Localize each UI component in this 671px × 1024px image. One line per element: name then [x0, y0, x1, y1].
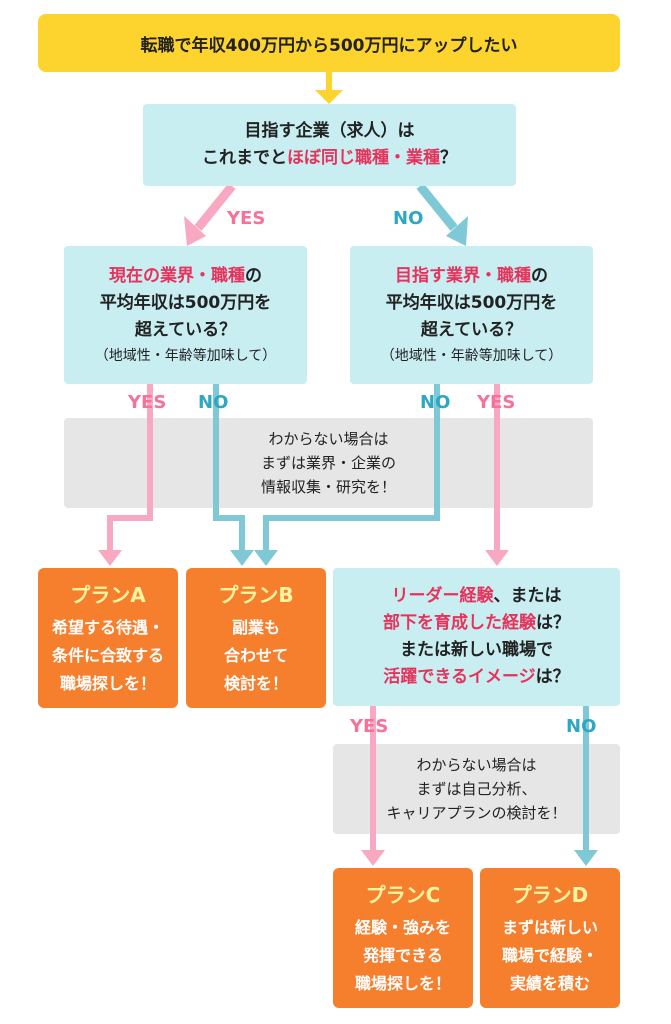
q3-yes-label: YES: [477, 392, 516, 413]
start-goal-box: 転職で年収400万円から500万円にアップしたい: [38, 14, 620, 72]
arrow-q1-no: [416, 183, 458, 231]
q2-yes-label: YES: [128, 392, 167, 413]
plan-d-title: プランD: [511, 882, 589, 907]
plan-a-line1: 希望する待遇・: [51, 617, 164, 637]
plan-b-box: プランB 副業も 合わせて 検討を！: [186, 568, 326, 708]
plan-d-box: プランD まずは新しい 職場で経験・ 実績を積む: [480, 868, 620, 1008]
q4-line1: リーダー経験、または: [391, 586, 562, 606]
info-self-analysis-box: わからない場合は まずは自己分析、 キャリアプランの検討を！: [333, 744, 620, 834]
q3-no-label: NO: [420, 392, 451, 413]
plan-b-line1: 副業も: [231, 617, 280, 637]
q3-line2: 平均年収は500万円を: [385, 292, 558, 313]
q3-line3: 超えている？: [420, 319, 523, 340]
question-current-industry-salary: 現在の業界・職種の 平均年収は500万円を 超えている？ （地域性・年齢等加味し…: [64, 246, 307, 384]
question-target-industry-salary: 目指す業界・職種の 平均年収は500万円を 超えている？ （地域性・年齢等加味し…: [350, 246, 593, 384]
arrow-q1-no-head: [446, 216, 468, 246]
q4-yes-label: YES: [350, 716, 389, 737]
q3-note: （地域性・年齢等加味して）: [380, 347, 563, 364]
plan-a-line3: 職場探しを！: [59, 673, 156, 693]
plan-b-title: プランB: [218, 582, 294, 607]
info1-line2: まずは業界・企業の: [260, 454, 396, 472]
q1-yes-label: YES: [227, 208, 266, 229]
arrow-q2-yes-head: [98, 550, 122, 566]
q2-line3: 超えている？: [134, 319, 237, 340]
arrow-q3-yes-head: [485, 550, 509, 566]
plan-d-line3: 実績を積む: [509, 973, 590, 993]
plan-a-title: プランA: [70, 582, 146, 607]
plan-c-box: プランC 経験・強みを 発揮できる 職場探しを！: [333, 868, 473, 1008]
question-leadership-experience: リーダー経験、または 部下を育成した経験は？ または新しい職場で 活躍できるイメ…: [333, 568, 620, 706]
q2-line2: 平均年収は500万円を: [99, 292, 272, 313]
plan-c-line1: 経験・強みを: [354, 917, 451, 937]
start-goal-text: 転職で年収400万円から500万円にアップしたい: [140, 35, 518, 56]
question-same-industry: 目指す企業（求人）は これまでとほぼ同じ職種・業種？: [143, 104, 516, 186]
info1-line3: 情報収集・研究を！: [260, 478, 396, 496]
plan-c-line3: 職場探しを！: [354, 973, 451, 993]
plan-a-line2: 条件に合致する: [51, 645, 164, 665]
q4-line2: 部下を育成した経験は？: [383, 613, 570, 633]
plan-d-line2: 職場で経験・: [501, 945, 598, 965]
arrow-start-to-q1-head: [315, 90, 343, 104]
info1-line1: わからない場合は: [268, 430, 389, 448]
q4-no-label: NO: [566, 716, 597, 737]
q3-line1: 目指す業界・職種の: [395, 265, 548, 286]
arrow-q3-no-head: [254, 550, 278, 566]
q2-line1: 現在の業界・職種の: [109, 265, 262, 286]
plan-b-line2: 合わせて: [223, 645, 288, 665]
info2-line3: キャリアプランの検討を！: [386, 804, 567, 822]
q1-no-label: NO: [393, 208, 424, 229]
arrow-q1-yes-head: [184, 216, 206, 246]
q4-line4: 活躍できるイメージは？: [383, 667, 570, 687]
arrow-q4-yes-head: [361, 850, 385, 866]
plan-d-line1: まずは新しい: [501, 917, 598, 937]
arrow-q4-no-head: [574, 850, 598, 866]
q1-line1: 目指す企業（求人）は: [244, 121, 415, 141]
info2-line1: わからない場合は: [416, 756, 537, 774]
q1-line2: これまでとほぼ同じ職種・業種？: [202, 148, 457, 168]
plan-c-title: プランC: [365, 882, 441, 907]
plan-c-line2: 発揮できる: [363, 945, 443, 965]
q2-note: （地域性・年齢等加味して）: [94, 347, 277, 364]
info2-line2: まずは自己分析、: [416, 780, 537, 798]
plan-b-line3: 検討を！: [223, 673, 288, 693]
plan-a-box: プランA 希望する待遇・ 条件に合致する 職場探しを！: [38, 568, 178, 708]
q4-line3: または新しい職場で: [400, 640, 553, 660]
arrow-q2-no-head: [230, 550, 254, 566]
q2-no-label: NO: [198, 392, 229, 413]
arrow-q1-yes: [194, 183, 236, 231]
